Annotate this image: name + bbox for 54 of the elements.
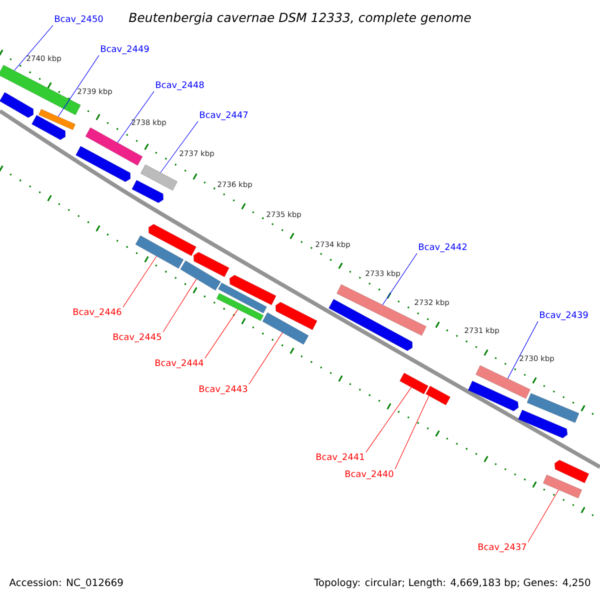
leader-line [382, 253, 418, 306]
gene-block [468, 380, 518, 412]
gene-block [148, 224, 196, 256]
gene-block [76, 146, 130, 182]
gene-bar [218, 282, 267, 314]
gene-label: Bcav_2444 [156, 359, 204, 368]
gene-block [32, 115, 66, 140]
gene-bar [38, 109, 76, 130]
gene-label: Bcav_2437 [478, 543, 526, 552]
gene-label: Bcav_2449 [101, 45, 149, 54]
gene-bar [262, 312, 309, 344]
gene-bar [543, 474, 582, 498]
gene-label: Bcav_2440 [346, 470, 394, 480]
leader-line [366, 387, 412, 452]
gene-bar [426, 386, 450, 406]
gene-block [518, 410, 568, 438]
gene-bar [526, 393, 580, 423]
gene-label: Bcav_2446 [74, 308, 122, 318]
leader-line [204, 309, 238, 358]
gene-label: Bcav_2447 [200, 111, 248, 120]
leader-line [160, 121, 198, 173]
gene-bar [216, 293, 264, 321]
gene-label: Bcav_2450 [55, 15, 103, 24]
gene-label: Bcav_2443 [200, 385, 248, 394]
footer-text: Topology: circular; Length: 4,669,183 bp; Genes: 4,250 [314, 578, 590, 588]
gene-bar [180, 260, 221, 290]
gene-bar [140, 164, 178, 191]
gene-bar [400, 372, 428, 394]
leader-line [14, 25, 54, 71]
gene-block [328, 299, 412, 351]
gene-block [0, 92, 34, 118]
gene-bar [135, 236, 184, 268]
leader-line [122, 256, 157, 308]
leader-line [117, 91, 154, 143]
gene-block [230, 275, 276, 305]
leader-line [58, 55, 100, 117]
leader-line [507, 321, 538, 379]
gene-block [194, 252, 230, 277]
gene-label: Bcav_2442 [419, 243, 466, 252]
gene-block [554, 460, 589, 484]
leader-line [528, 490, 559, 542]
gene-block [276, 302, 318, 330]
gene-block [132, 180, 164, 203]
gene-bar [85, 128, 143, 166]
gene-label: Bcav_2439 [540, 311, 588, 320]
title: Beutenbergia cavernae DSM 12333, complete genome [129, 12, 471, 25]
gene-label: Bcav_2445 [114, 333, 162, 342]
footer-text: Accession: NC_012669 [9, 578, 123, 588]
leader-line [162, 278, 197, 332]
gene-bar [476, 365, 530, 399]
leader-line [394, 396, 430, 470]
leader-line [248, 332, 283, 384]
gene-label: Bcav_2441 [316, 453, 364, 462]
gene-label: Bcav_2448 [156, 81, 204, 90]
